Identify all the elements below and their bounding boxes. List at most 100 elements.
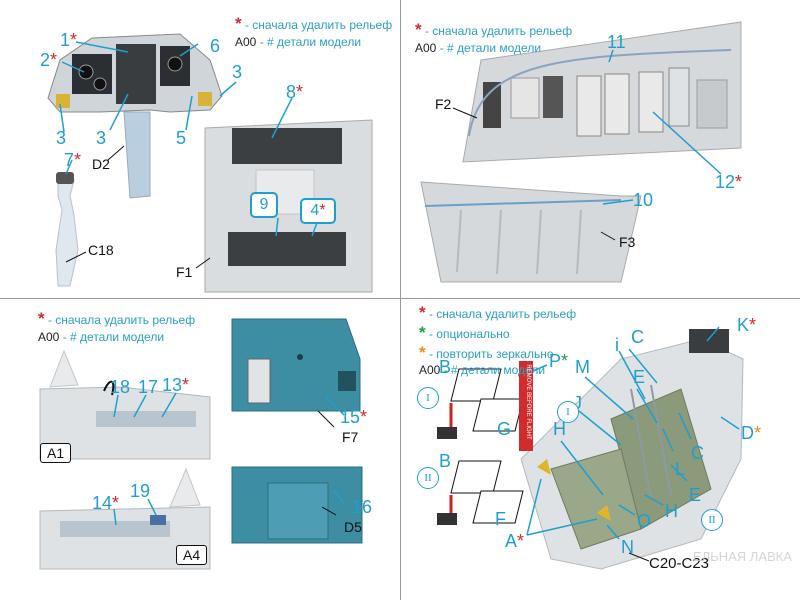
f2-box-6	[638, 71, 664, 133]
callout-c1: C	[631, 327, 644, 347]
f3-wiring	[424, 199, 622, 207]
callout-7: 7*	[64, 150, 82, 170]
q1-legend-parts: - # детали модели	[259, 35, 362, 49]
gauge-2	[93, 77, 107, 91]
callout-16: 16	[352, 497, 373, 517]
callout-12: 12*	[715, 172, 743, 192]
q4-legend-parts: - # детали модели	[443, 363, 546, 377]
callout-o: O	[637, 511, 652, 531]
callout-13: 13*	[162, 375, 190, 395]
part-label-f7: F7	[342, 429, 359, 445]
callout-8: 8*	[286, 82, 304, 102]
headrest-top	[689, 329, 729, 353]
seat-harness	[630, 384, 672, 500]
a1-hook	[103, 380, 115, 396]
q1-legend: * - сначала удалить рельеф A00 - # детал…	[235, 14, 392, 49]
callout-3a: 3	[56, 128, 67, 148]
a4-seat-frame	[169, 467, 201, 508]
callout-m: M	[575, 357, 590, 377]
stick-column	[123, 111, 151, 199]
q1-legend-star: *	[235, 14, 242, 33]
panel-stripe-left	[56, 94, 70, 108]
q4-legend-star-green: *	[419, 323, 426, 342]
q3-leader-lines	[113, 392, 345, 526]
part-label-f3: F3	[619, 234, 636, 250]
rbf-flag	[519, 361, 533, 451]
callout-3b: 3	[96, 128, 107, 148]
q4-legend-star-red: *	[419, 303, 426, 322]
q3-part-lines	[317, 410, 337, 516]
callout-15: 15*	[340, 407, 368, 427]
q2-legend-parts: - # детали модели	[439, 41, 542, 55]
part-label-c18: C18	[88, 242, 114, 258]
q4-artwork	[437, 326, 744, 570]
a1-detail-row	[96, 411, 196, 427]
stick-grip	[56, 172, 74, 184]
f2-box-4	[576, 75, 602, 137]
frame-callout-4: 4*	[300, 198, 336, 224]
frame-callout-9: 9	[250, 192, 278, 218]
part-label-d5: D5	[344, 519, 362, 535]
callout-b1: B	[439, 357, 452, 377]
callout-11: 11	[607, 32, 626, 52]
gauge-1	[78, 64, 94, 80]
a4-box	[150, 515, 166, 525]
f7-round	[297, 354, 303, 360]
panel-f3-shape	[420, 181, 642, 283]
view-marker-i-1: I	[417, 387, 439, 409]
f2-box-3	[543, 76, 563, 118]
part-label-d2: D2	[92, 156, 110, 172]
f2-box-7	[668, 67, 690, 127]
seat-handle-right	[597, 505, 611, 521]
console-lower-panel	[228, 232, 346, 266]
q3-legend-parts: - # детали модели	[62, 330, 165, 344]
q4-legend-code: A00	[419, 363, 441, 377]
callout-18: 18	[110, 377, 131, 397]
quadrant-instrument-panel: * - сначала удалить рельеф A00 - # детал…	[0, 0, 400, 298]
callout-j: J	[573, 393, 582, 413]
q1-legend-code: A00	[235, 35, 257, 49]
f7-inset-1	[247, 358, 271, 404]
q1-part-lines	[65, 145, 211, 269]
f7-inset-2	[338, 371, 356, 391]
q3-legend-remove: - сначала удалить рельеф	[47, 313, 196, 327]
callout-f: F	[495, 509, 506, 529]
divider-horizontal	[0, 298, 800, 299]
gauge-3	[167, 56, 183, 72]
seat-handle-left	[537, 459, 551, 475]
callout-a: A*	[505, 531, 525, 551]
console-upper-panel	[232, 128, 342, 164]
view-marker-i-2: I	[557, 401, 579, 423]
q3-legend-code: A00	[38, 330, 60, 344]
callout-k: K*	[737, 315, 757, 335]
view-marker-ii-1: II	[417, 467, 439, 489]
rbf-flag-text: REMOVE BEFORE FLIGHT	[525, 364, 531, 440]
panel-stripe-right	[198, 92, 212, 106]
callout-h2: H	[665, 501, 678, 521]
view-label-a1: A1	[40, 443, 72, 463]
q2-legend-remove: - сначала удалить рельеф	[424, 24, 573, 38]
part-label-f2: F2	[435, 96, 452, 112]
q4-leader-lines	[526, 326, 740, 540]
f2-box-2	[510, 77, 540, 119]
d5-inset	[267, 482, 329, 540]
q4-legend-remove: - сначала удалить рельеф	[428, 307, 577, 321]
callout-17: 17	[138, 377, 159, 397]
f2-box-1	[483, 82, 501, 128]
f2-box-8	[696, 79, 728, 129]
panel-f2-shape	[462, 21, 742, 163]
callout-14: 14*	[92, 493, 120, 513]
quadrant-cockpit-sides: * - сначала удалить рельеф A00 - # детал…	[0, 299, 400, 600]
view-label-a4: A4	[176, 545, 208, 565]
callout-i: i	[615, 335, 619, 355]
f3-ribs	[456, 209, 582, 275]
callout-e2: E	[689, 485, 702, 505]
callout-3c: 3	[232, 62, 243, 82]
q1-leader-lines	[59, 41, 319, 237]
callout-e1: E	[633, 367, 646, 387]
q1-artwork	[47, 33, 373, 293]
q3-artwork	[39, 318, 363, 570]
callout-1: 1*	[60, 30, 78, 50]
q1-legend-remove: - сначала удалить рельеф	[244, 18, 393, 32]
q4-legend-optional: - опционально	[428, 327, 510, 341]
